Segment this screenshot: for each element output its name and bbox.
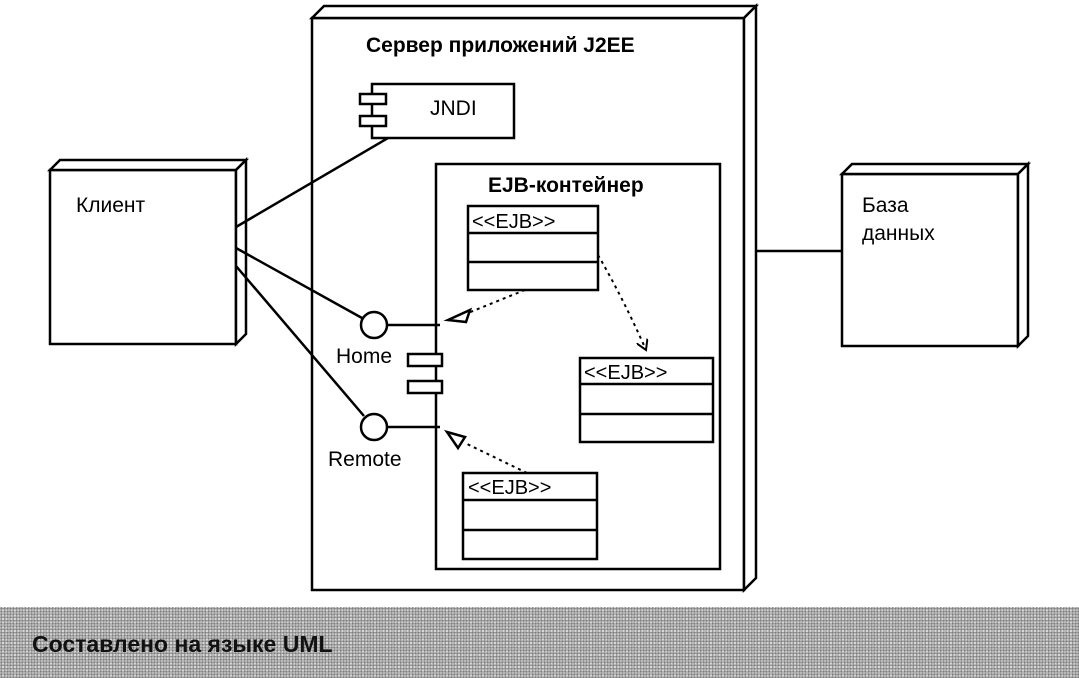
ejb-class-bottom: <<EJB>> (461, 471, 599, 561)
interface-component (406, 352, 444, 395)
remote-label: Remote (328, 448, 402, 471)
home-triangle-head (443, 307, 473, 324)
ejb-bottom-stereotype: <<EJB>> (468, 477, 551, 499)
dependency-arrows (464, 254, 646, 474)
jndi-label: JNDI (430, 97, 477, 120)
jndi-component: JNDI (358, 82, 516, 140)
realization-home-line (467, 289, 526, 314)
connections (235, 136, 842, 417)
ejb-right-stereotype: <<EJB>> (584, 362, 667, 384)
client-jndi-link (235, 136, 389, 229)
remote-triangle-head (444, 429, 467, 451)
client-label: Клиент (76, 194, 145, 217)
uml-deployment-diagram: Клиент База данных Сервер приложений J2E… (46, 2, 1032, 594)
home-label: Home (336, 345, 392, 368)
client-remote-link (235, 265, 365, 417)
caption-bar: Составлено на языке UML (0, 607, 1079, 678)
container-title: EJB-контейнер (488, 174, 644, 197)
database-node: База данных (838, 160, 1032, 350)
client-node: Клиент (46, 156, 250, 348)
database-label-line1: База (862, 194, 909, 217)
ejb-class-right: <<EJB>> (578, 356, 715, 444)
realization-heads (443, 307, 473, 451)
client-home-link (235, 246, 363, 320)
home-interface: Home (336, 310, 440, 368)
ejb-class-top: <<EJB>> (466, 204, 600, 292)
realization-remote-line (464, 442, 528, 474)
database-label-line2: данных (862, 222, 935, 245)
server-title: Сервер приложений J2EE (366, 34, 635, 57)
ejb-top-stereotype: <<EJB>> (472, 211, 555, 233)
remote-interface: Remote (328, 412, 440, 471)
caption-text: Составлено на языке UML (32, 631, 333, 657)
